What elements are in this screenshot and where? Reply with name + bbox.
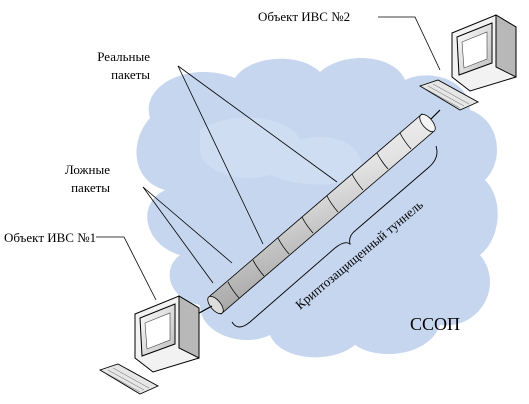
packet-separators [227,132,412,299]
object1-label: Объект ИВС №1 [4,230,96,245]
tunnel-bracket [231,145,438,328]
object1-leader [96,236,157,301]
computer-icon [134,295,200,373]
fake-packets-label-line1: Ложные [65,162,110,177]
link-object2 [430,109,441,120]
keyboard-icon [418,79,480,111]
real-packets-leaders [177,65,338,245]
real-packets-label-line1: Реальные [97,49,150,64]
fake-packets-leaders [142,186,233,284]
real-packets-label-line2: пакеты [111,67,150,82]
computer-icon [451,14,517,92]
fake-packets-label-line2: пакеты [71,180,110,195]
crypto-tunnel [207,113,436,315]
keyboard-icon [98,363,160,395]
object2-label: Объект ИВС №2 [258,9,350,24]
network-label: ССОП [410,314,460,334]
object2-leader [378,16,441,71]
